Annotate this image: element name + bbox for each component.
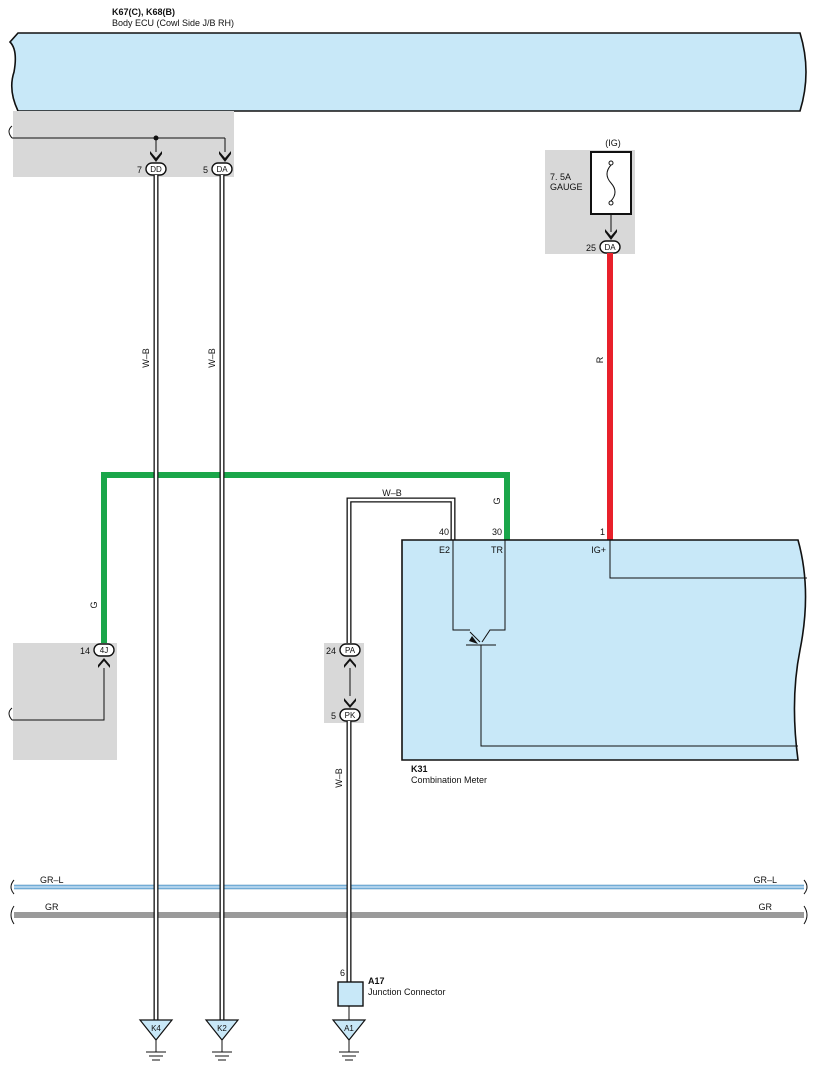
svg-text:5: 5	[331, 711, 336, 721]
svg-text:14: 14	[80, 646, 90, 656]
svg-text:25: 25	[586, 243, 596, 253]
meter-pin-1: 1	[600, 527, 605, 537]
wire-g-label-right: G	[492, 497, 502, 504]
svg-text:5: 5	[203, 165, 208, 175]
wire-r-label: R	[595, 356, 605, 363]
svg-text:DD: DD	[150, 165, 162, 174]
svg-text:DA: DA	[216, 165, 228, 174]
transistor-symbol	[452, 540, 798, 747]
meter-name: Combination Meter	[411, 775, 487, 785]
a17-pin: 6	[340, 968, 345, 978]
a17-id: A17	[368, 976, 385, 986]
svg-text:K2: K2	[217, 1024, 227, 1033]
wire-gr-label-left: GR	[45, 902, 59, 912]
body-ecu-subtitle: Body ECU (Cowl Side J/B RH)	[112, 18, 234, 28]
wire-g-label-left: G	[89, 601, 99, 608]
meter-pin-ig: IG+	[591, 545, 606, 555]
wire-gr-l	[14, 884, 804, 890]
meter-pin-tr: TR	[491, 545, 503, 555]
svg-text:PK: PK	[345, 711, 356, 720]
wire-w-b-label-1: W–B	[141, 348, 151, 368]
wire-w-b-e2	[346, 497, 456, 645]
svg-text:4J: 4J	[100, 646, 108, 655]
meter-pin-30: 30	[492, 527, 502, 537]
splice-dot	[153, 135, 159, 141]
wire-gr-l-label-right: GR–L	[753, 875, 777, 885]
connector-PA	[339, 643, 361, 657]
meter-pin-40: 40	[439, 527, 449, 537]
svg-text:PA: PA	[345, 646, 356, 655]
a17-junction-connector	[337, 981, 364, 1007]
a17-name: Junction Connector	[368, 987, 446, 997]
combination-meter-module	[401, 539, 807, 761]
svg-text:K4: K4	[151, 1024, 161, 1033]
wire-w-b-label-4: W–B	[334, 768, 344, 788]
fuse-circuit: (IG)	[605, 138, 621, 148]
wire-gr-label-right: GR	[759, 902, 773, 912]
svg-text:24: 24	[326, 646, 336, 656]
meter-id: K31	[411, 764, 428, 774]
svg-text:A1: A1	[344, 1024, 354, 1033]
svg-text:7: 7	[137, 165, 142, 175]
body-ecu-module	[8, 32, 807, 112]
meter-pin-e2: E2	[439, 545, 450, 555]
wire-g	[101, 472, 510, 645]
connector-4J	[93, 643, 115, 657]
fuse-rating: 7. 5A	[550, 172, 571, 182]
ground-a1: A1	[331, 1019, 367, 1061]
wire-gr-l-label-left: GR–L	[40, 875, 64, 885]
wire-w-b-label-2: W–B	[207, 348, 217, 368]
body-ecu-junction-area	[13, 111, 234, 177]
body-ecu-title: K67(C), K68(B)	[112, 7, 175, 17]
junction-4j-area	[13, 643, 117, 760]
wire-w-b-label-3: W–B	[382, 488, 402, 498]
ground-k4: K4	[138, 1019, 174, 1061]
svg-text:DA: DA	[604, 243, 616, 252]
ground-k2: K2	[204, 1019, 240, 1061]
fuse-name: GAUGE	[550, 182, 583, 192]
